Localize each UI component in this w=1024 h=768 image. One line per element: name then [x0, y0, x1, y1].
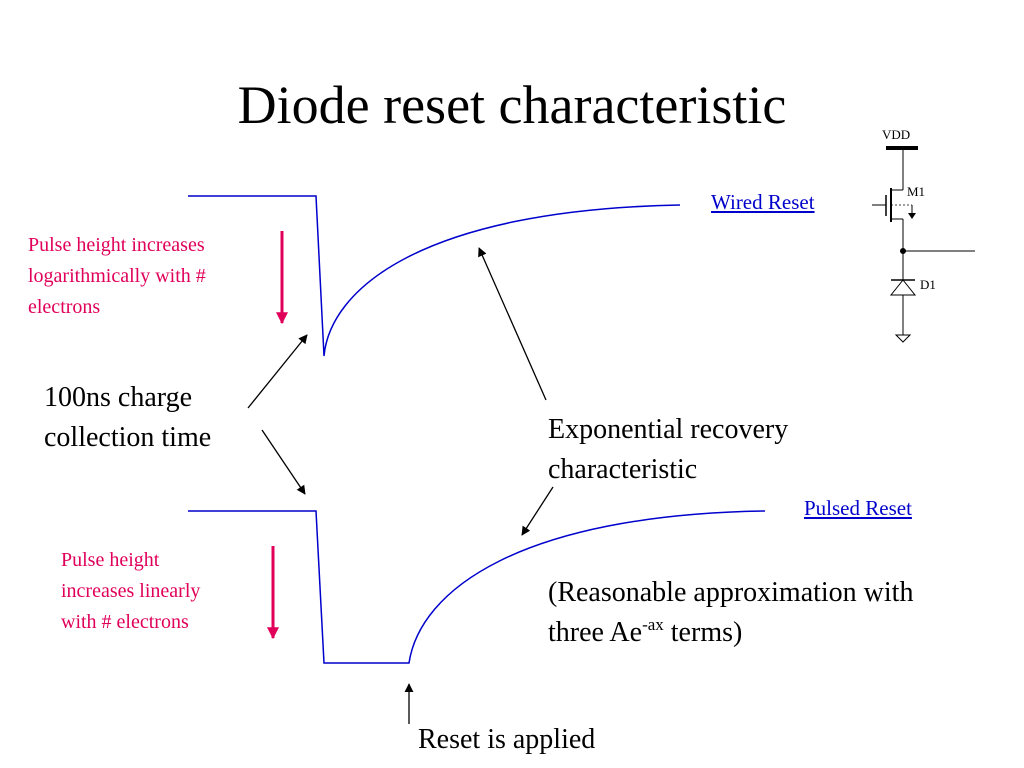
pulsed-reset-waveform — [188, 510, 766, 664]
recovery-arrow-up — [478, 247, 547, 401]
m1-label: M1 — [907, 184, 926, 199]
collection-arrow-down — [261, 429, 306, 495]
diode-symbol — [889, 279, 917, 296]
reset-circuit-schematic — [872, 146, 975, 343]
collection-time-label: 100ns charge collection time — [44, 382, 212, 453]
recovery-arrow-down — [521, 486, 554, 536]
wired-reset-link[interactable]: Wired Reset — [711, 190, 815, 214]
log-pulse-note: Pulse height increases logarithmically w… — [28, 234, 206, 318]
vdd-label: VDD — [882, 127, 911, 142]
linear-pulse-note: Pulse height increases linearly with # e… — [61, 549, 201, 633]
wired-reset-waveform — [188, 195, 681, 357]
d1-label: D1 — [920, 277, 936, 292]
approximation-label: (Reasonable approximation with three Ae-… — [548, 577, 914, 648]
recovery-label: Exponential recovery characteristic — [548, 414, 789, 485]
pulsed-reset-link[interactable]: Pulsed Reset — [804, 496, 912, 520]
collection-arrow-up — [247, 334, 308, 409]
page-title: Diode reset characteristic — [237, 75, 787, 135]
output-node — [900, 248, 906, 254]
ground-symbol — [894, 334, 912, 343]
reset-applied-label: Reset is applied — [418, 724, 596, 755]
